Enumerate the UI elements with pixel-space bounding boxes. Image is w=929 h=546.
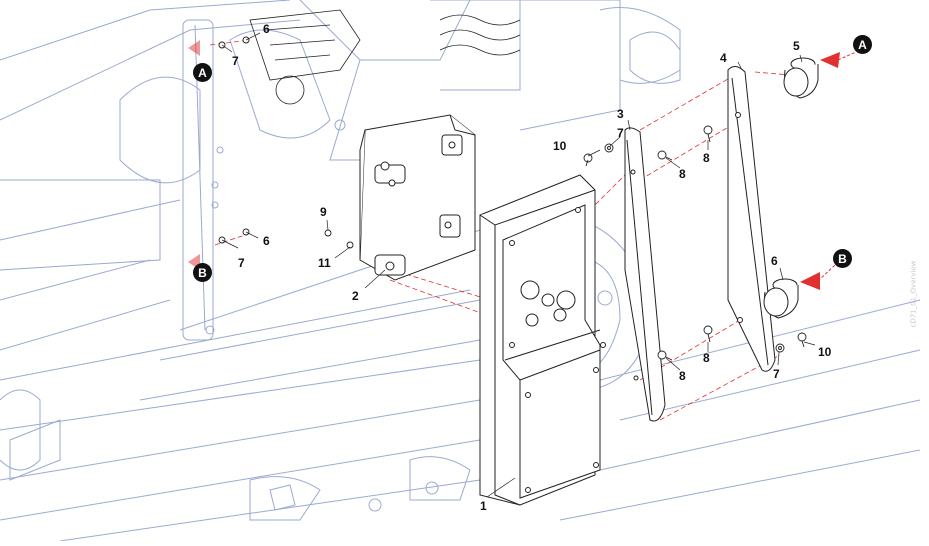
callout-11: 11: [318, 256, 331, 270]
callout-8-c: 8: [679, 369, 686, 383]
callout-6-bumper: 6: [771, 254, 778, 268]
leader-lines: [209, 39, 791, 421]
callout-8-b: 8: [703, 151, 710, 165]
callout-9: 9: [320, 205, 327, 219]
callout-6-top: 6: [263, 22, 270, 36]
watermark: cD71_01_Overview: [909, 260, 918, 328]
callout-4: 4: [720, 51, 727, 65]
callout-6-lower: 6: [263, 234, 270, 248]
part-1-control-box: [479, 174, 606, 506]
callout-3: 3: [617, 107, 624, 121]
callout-5: 5: [793, 39, 800, 53]
part-2-bracket: [359, 114, 476, 281]
fasteners: [218, 36, 807, 361]
callout-10-top: 10: [553, 139, 567, 153]
callout-7-bottom: 7: [773, 367, 780, 381]
callout-7-top: 7: [232, 54, 239, 68]
callout-8-a: 8: [679, 167, 686, 181]
marker-a-right: A: [853, 35, 872, 54]
marker-a-left: A: [193, 63, 212, 82]
part-3-plate: [624, 127, 666, 422]
part-4-long-plate: [727, 66, 776, 372]
marker-b-right: B: [833, 249, 852, 268]
marker-b-left: B: [193, 263, 212, 282]
part-5-bumper: [783, 57, 819, 99]
engine-detail: [249, 9, 521, 105]
callout-8-d: 8: [703, 351, 710, 365]
callout-leaders: [221, 32, 816, 498]
callout-10-bottom: 10: [818, 345, 832, 359]
callout-7-lower: 7: [238, 256, 245, 270]
callout-1: 1: [480, 499, 487, 513]
callout-2: 2: [352, 289, 359, 303]
callout-7-plate: 7: [617, 126, 624, 140]
part-6-bumper: [763, 278, 799, 319]
